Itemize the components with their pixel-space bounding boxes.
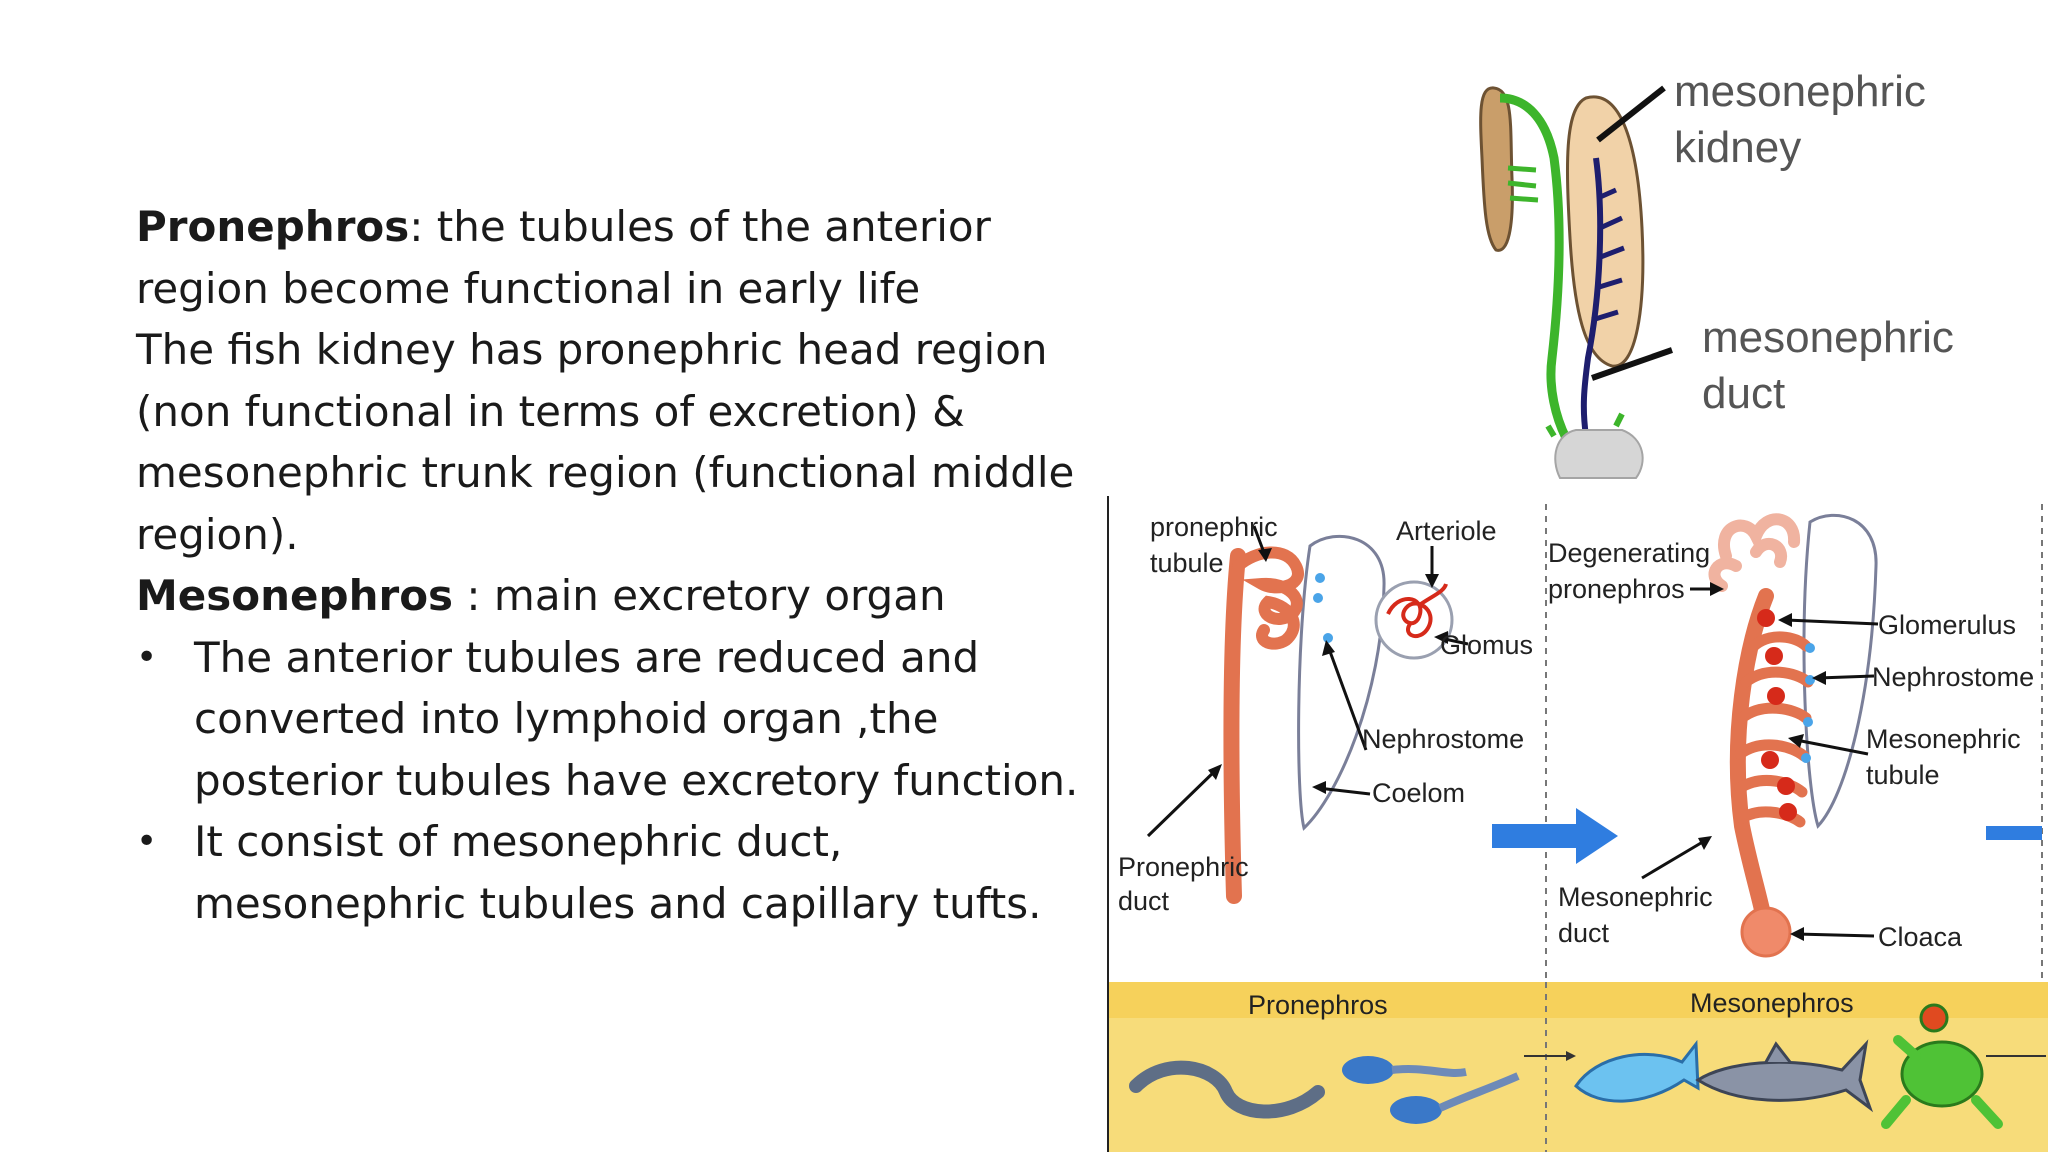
pronephros-term: Pronephros	[136, 202, 410, 251]
fish-icon	[1574, 1039, 1700, 1103]
label-degenerating-pronephros-1: Degenerating	[1548, 538, 1710, 568]
mesonephros-paragraph: Mesonephros : main excretory organ	[136, 565, 1116, 627]
label-mesonephric-duct-b: duct	[1558, 918, 1610, 948]
eel-icon	[1129, 1060, 1325, 1119]
label-pronephric-duct-1: Pronephric	[1118, 852, 1249, 882]
label-mesonephric-duct-a: Mesonephric	[1558, 882, 1713, 912]
label-mesonephric-tubule-2: tubule	[1866, 760, 1940, 790]
kidney-development-diagram: pronephric tubule Arteriole Glomus Nephr…	[1106, 496, 2048, 1152]
mesonephros-term: Mesonephros	[136, 571, 454, 620]
cloaca	[1740, 906, 1792, 958]
progression-arrow	[1492, 808, 1618, 864]
tadpole-icon	[1390, 1096, 1442, 1124]
bullet-item: • The anterior tubules are reduced and co…	[136, 627, 1116, 812]
label-glomus: Glomus	[1440, 630, 1533, 660]
slide-text: Pronephros: the tubules of the anterior …	[136, 196, 1116, 934]
mesonephric-duct-blue	[1580, 157, 1604, 437]
label-cloaca: Cloaca	[1878, 922, 1963, 952]
bullet-item: • It consist of mesonephric duct, mesonep…	[136, 811, 1116, 934]
label-degenerating-pronephros-2: pronephros	[1548, 574, 1685, 604]
pronephros-paragraph: Pronephros: the tubules of the anterior …	[136, 196, 1116, 319]
bullet-dot: •	[136, 821, 158, 862]
bullet-dot: •	[136, 636, 158, 678]
label-nephrostome: Nephrostome	[1362, 724, 1524, 754]
label-pronephric-duct-2: duct	[1118, 886, 1170, 916]
label-nephrostome-meso: Nephrostome	[1872, 662, 2034, 692]
band-label-mesonephros: Mesonephros	[1690, 988, 1854, 1018]
tadpole-icon	[1342, 1056, 1394, 1084]
bullet-text: It consist of mesonephric duct, mesoneph…	[194, 817, 1042, 928]
label-arteriole: Arteriole	[1396, 516, 1497, 546]
glomus	[1374, 580, 1454, 660]
label-glomerulus: Glomerulus	[1878, 610, 2016, 640]
label-coelom: Coelom	[1372, 778, 1465, 808]
fish-kidney-paragraph: The fish kidney has pronephric head regi…	[136, 325, 1075, 559]
bullet-list: • The anterior tubules are reduced and co…	[136, 627, 1116, 935]
mesonephros-definition: : main excretory organ	[453, 571, 946, 620]
label-mesonephric-duct-1: mesonephric	[1702, 313, 1954, 362]
cloaca-blob	[1554, 429, 1644, 479]
pronephric-duct-green	[1499, 93, 1571, 441]
kidney-figure: mesonephric kidney mesonephric duct	[1436, 58, 2036, 498]
label-mesonephric-kidney-1: mesonephric	[1674, 67, 1926, 116]
bullet-text: The anterior tubules are reduced and con…	[194, 632, 1079, 805]
mesonephric-tubules	[1734, 631, 1814, 828]
frog-icon	[1881, 1003, 2003, 1129]
label-pronephric-tubule-2: tubule	[1150, 548, 1224, 578]
pronephric-duct	[1223, 548, 1246, 904]
label-pronephric-tubule-1: pronephric	[1150, 512, 1278, 542]
mesonephric-kidney-body	[1566, 95, 1645, 368]
label-mesonephric-tubule-1: Mesonephric	[1866, 724, 2021, 754]
band-label-pronephros: Pronephros	[1248, 990, 1388, 1020]
label-mesonephric-duct-2: duct	[1702, 369, 1785, 418]
pronephros-definition: : the tubules of the anterior region bec…	[136, 202, 991, 313]
label-mesonephric-kidney-2: kidney	[1674, 123, 1801, 172]
pronephric-tubule	[1232, 546, 1304, 650]
shark-icon	[1695, 1039, 1874, 1113]
kidney-left-lobe	[1479, 86, 1514, 252]
